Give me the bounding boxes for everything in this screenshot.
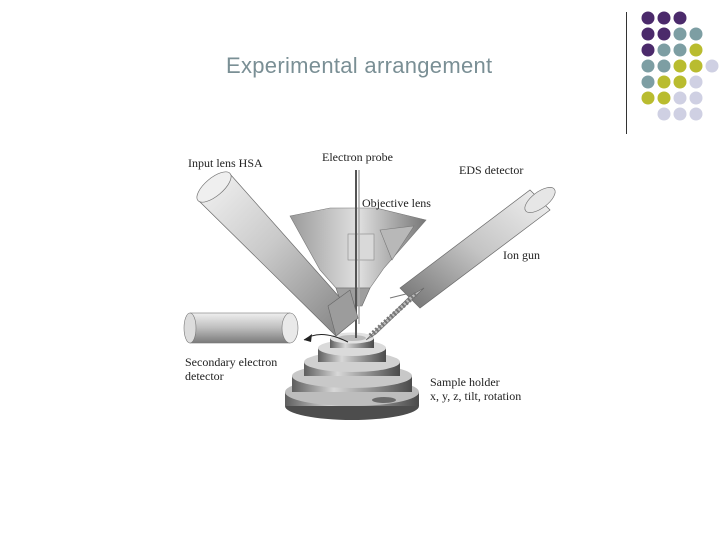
label-secondary-electron-detector: Secondary electron detector: [185, 355, 277, 383]
label-sample-line2: x, y, z, tilt, rotation: [430, 389, 522, 403]
dot: [657, 11, 671, 25]
experimental-arrangement-diagram: [183, 170, 556, 420]
secondary-electron-detector: [183, 312, 349, 344]
dot: [641, 91, 655, 105]
label-sample-holder: Sample holder x, y, z, tilt, rotation: [430, 375, 521, 403]
dot: [657, 75, 671, 89]
dot: [689, 59, 703, 73]
decorative-divider: [626, 12, 627, 134]
label-sample-line1: Sample holder: [430, 375, 500, 389]
slide-title: Experimental arrangement: [226, 53, 493, 78]
dot: [641, 43, 655, 57]
dot: [673, 91, 687, 105]
sample-holder-stage: [285, 332, 419, 420]
eds-detector: [389, 187, 556, 309]
dot: [641, 27, 655, 41]
dot: [673, 107, 687, 121]
dot: [657, 43, 671, 57]
dot: [641, 75, 655, 89]
dot: [705, 59, 719, 73]
label-objective-lens: Objective lens: [362, 196, 431, 210]
label-eds-detector: EDS detector: [459, 163, 524, 177]
label-input-lens-hsa: Input lens HSA: [188, 156, 263, 170]
label-secondary-line2: detector: [185, 369, 224, 383]
dot: [689, 91, 703, 105]
label-ion-gun: Ion gun: [503, 248, 540, 262]
dot: [641, 11, 655, 25]
label-electron-probe: Electron probe: [322, 150, 393, 164]
dot: [673, 75, 687, 89]
label-secondary-line1: Secondary electron: [185, 355, 278, 369]
dot: [657, 27, 671, 41]
dot: [689, 75, 703, 89]
dot: [657, 107, 671, 121]
dot: [689, 43, 703, 57]
dot: [657, 59, 671, 73]
dot: [689, 27, 703, 41]
dot: [641, 59, 655, 73]
objective-lens: [289, 207, 427, 307]
dot: [673, 59, 687, 73]
dot: [689, 107, 703, 121]
dot: [673, 11, 687, 25]
ion-gun: [365, 287, 425, 341]
dot: [673, 43, 687, 57]
input-lens-hsa: [196, 171, 359, 337]
dot: [673, 27, 687, 41]
dot: [657, 91, 671, 105]
decorative-dot-grid: [641, 11, 719, 121]
